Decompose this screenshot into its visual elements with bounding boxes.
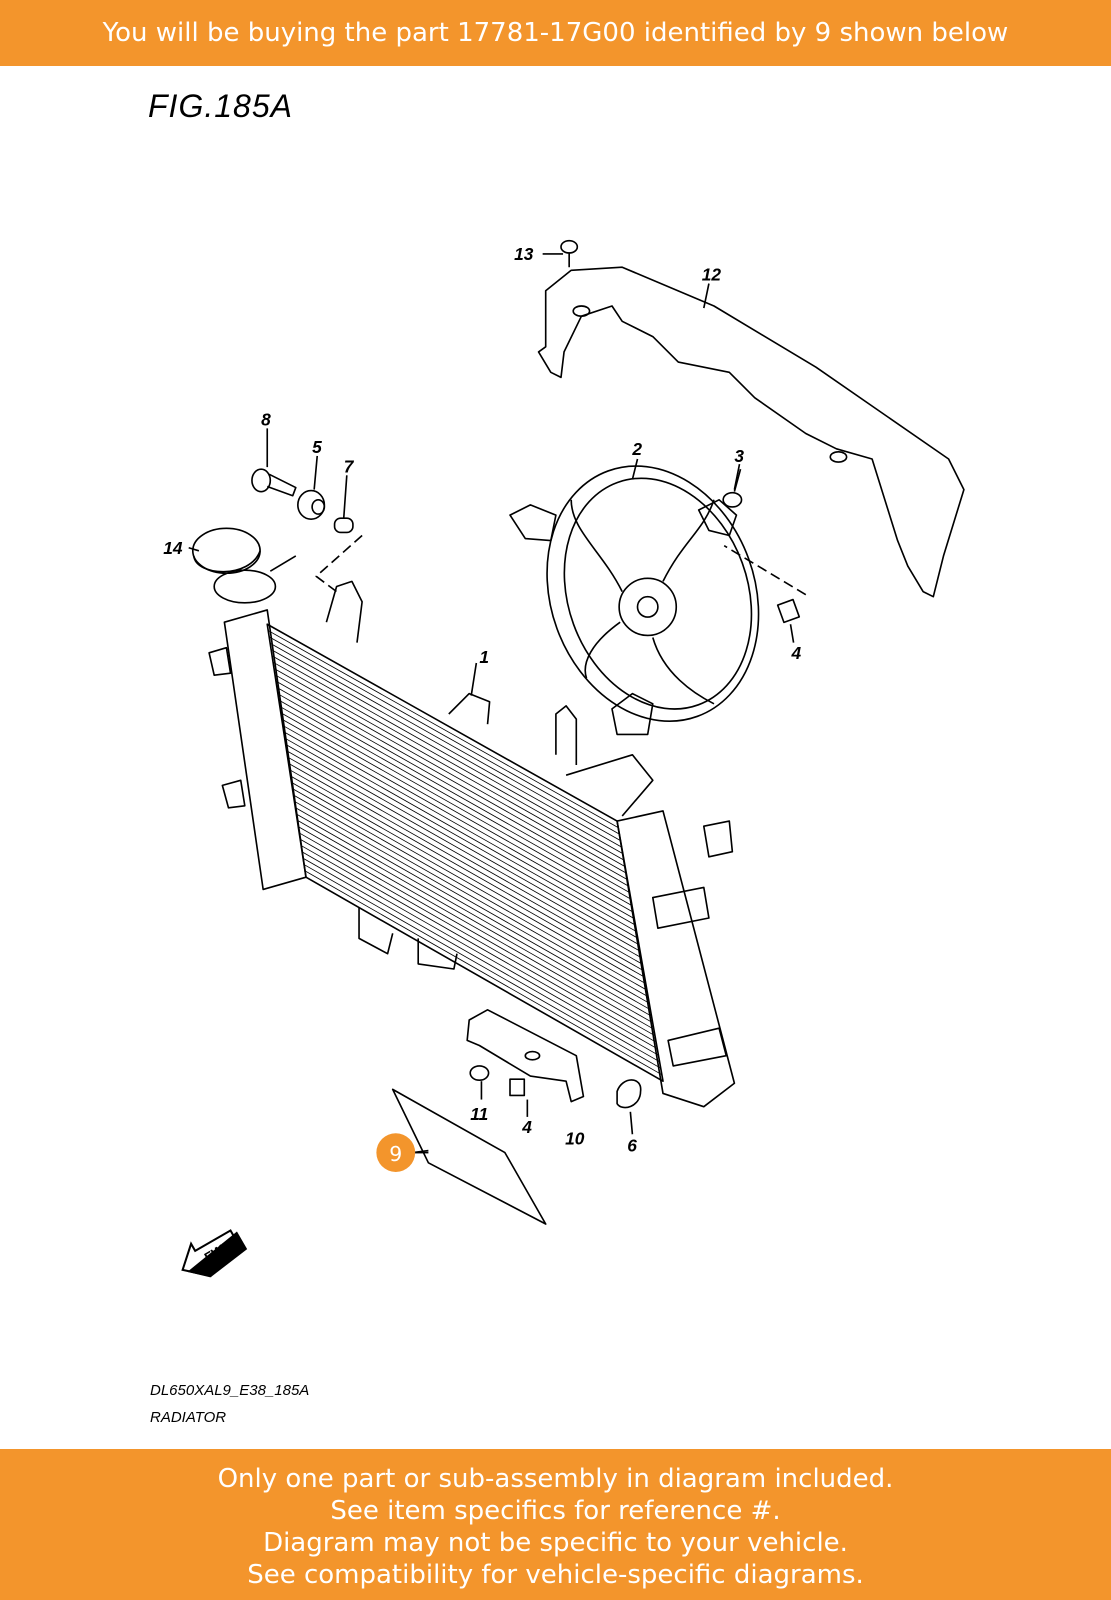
radiator-fin bbox=[270, 649, 622, 848]
callout-3: 3 bbox=[734, 446, 744, 466]
nut-part-4-lower bbox=[509, 1078, 526, 1097]
bracket-part-10 bbox=[466, 1008, 585, 1103]
cover-plate-part-9 bbox=[391, 1088, 547, 1225]
bolt-part-8 bbox=[251, 468, 297, 497]
radiator-fin bbox=[294, 800, 650, 1004]
bolt-part-11 bbox=[469, 1065, 490, 1100]
radiator-fin bbox=[303, 864, 661, 1069]
radiator-fin bbox=[274, 674, 627, 874]
radiator-fin bbox=[293, 794, 649, 998]
plug-part-6 bbox=[616, 1079, 642, 1109]
fan-shroud-part-12 bbox=[537, 266, 965, 598]
radiator-fin bbox=[268, 630, 619, 828]
radiator-cap-part-14 bbox=[191, 527, 261, 575]
radiator-fin bbox=[302, 857, 660, 1063]
radiator-fin bbox=[298, 826, 655, 1030]
callout-10: 10 bbox=[565, 1128, 585, 1148]
radiator-fin bbox=[268, 636, 620, 835]
model-code: DL650XAL9_E38_185A bbox=[150, 1382, 310, 1399]
selected-callout-9[interactable]: 9 bbox=[376, 1133, 429, 1172]
callout-6: 6 bbox=[627, 1136, 637, 1156]
fan-part-2 bbox=[509, 465, 760, 736]
figure-title: FIG.185A bbox=[148, 88, 293, 124]
radiator-fin bbox=[296, 813, 652, 1017]
radiator-fin bbox=[286, 750, 641, 952]
purchase-banner: You will be buying the part 17781-17G00 … bbox=[0, 0, 1111, 66]
radiator-fin bbox=[299, 832, 656, 1037]
radiator-fin bbox=[289, 769, 644, 972]
radiator-fin bbox=[275, 680, 628, 880]
disclaimer-line: See compatibility for vehicle-specific d… bbox=[247, 1560, 864, 1590]
radiator-fin bbox=[287, 756, 642, 959]
disclaimer-line: Diagram may not be specific to your vehi… bbox=[263, 1528, 848, 1558]
disclaimer-line: Only one part or sub-assembly in diagram… bbox=[217, 1464, 894, 1494]
radiator-fin bbox=[277, 693, 630, 893]
radiator-fin bbox=[290, 775, 645, 978]
radiator-fin bbox=[273, 668, 626, 867]
bolt-part-3 bbox=[722, 468, 743, 508]
radiator-fin bbox=[300, 845, 658, 1050]
radiator-fin bbox=[279, 706, 633, 906]
radiator-fin bbox=[280, 712, 634, 913]
radiator-fin bbox=[272, 661, 625, 861]
radiator-part-1 bbox=[208, 555, 736, 1108]
radiator-fin bbox=[288, 763, 643, 965]
callout-14: 14 bbox=[163, 538, 183, 558]
radiator-fin bbox=[271, 655, 624, 854]
radiator-fin bbox=[276, 687, 629, 887]
callout-11: 11 bbox=[470, 1104, 488, 1124]
callout-12: 12 bbox=[702, 265, 722, 285]
callout-1: 1 bbox=[479, 647, 489, 667]
purchase-banner-text: You will be buying the part 17781-17G00 … bbox=[102, 18, 1009, 48]
callout-9: 9 bbox=[389, 1142, 402, 1166]
disclaimer-line: See item specifics for reference #. bbox=[330, 1496, 781, 1526]
radiator-fin bbox=[291, 781, 646, 985]
grommet-part-5 bbox=[297, 489, 326, 520]
forward-arrow-icon: FWD bbox=[181, 1229, 248, 1278]
disclaimer-banner: Only one part or sub-assembly in diagram… bbox=[0, 1449, 1111, 1600]
radiator-fin bbox=[283, 731, 637, 932]
radiator-fin bbox=[304, 870, 663, 1076]
collar-part-7 bbox=[333, 517, 354, 534]
callout-13: 13 bbox=[514, 244, 534, 264]
callout-8: 8 bbox=[261, 409, 271, 429]
radiator-fin bbox=[285, 744, 640, 946]
radiator-fin bbox=[299, 838, 657, 1043]
callout-2: 2 bbox=[631, 439, 642, 459]
screw-part-13 bbox=[560, 239, 579, 268]
radiator-fin bbox=[284, 737, 638, 939]
section-name: RADIATOR bbox=[150, 1409, 227, 1426]
radiator-fin bbox=[295, 807, 651, 1011]
callout-5: 5 bbox=[312, 437, 322, 457]
callout-4-lower: 4 bbox=[521, 1117, 532, 1137]
radiator-fin bbox=[281, 718, 635, 919]
radiator-fin bbox=[282, 725, 636, 926]
radiator-fin bbox=[292, 788, 648, 991]
radiator-fin bbox=[301, 851, 659, 1056]
radiator-fin bbox=[269, 642, 621, 841]
radiator-fin bbox=[297, 819, 653, 1024]
radiator-fin bbox=[278, 699, 632, 900]
nut-part-4 bbox=[776, 598, 801, 624]
callout-7: 7 bbox=[344, 456, 355, 476]
callout-4: 4 bbox=[791, 643, 802, 663]
